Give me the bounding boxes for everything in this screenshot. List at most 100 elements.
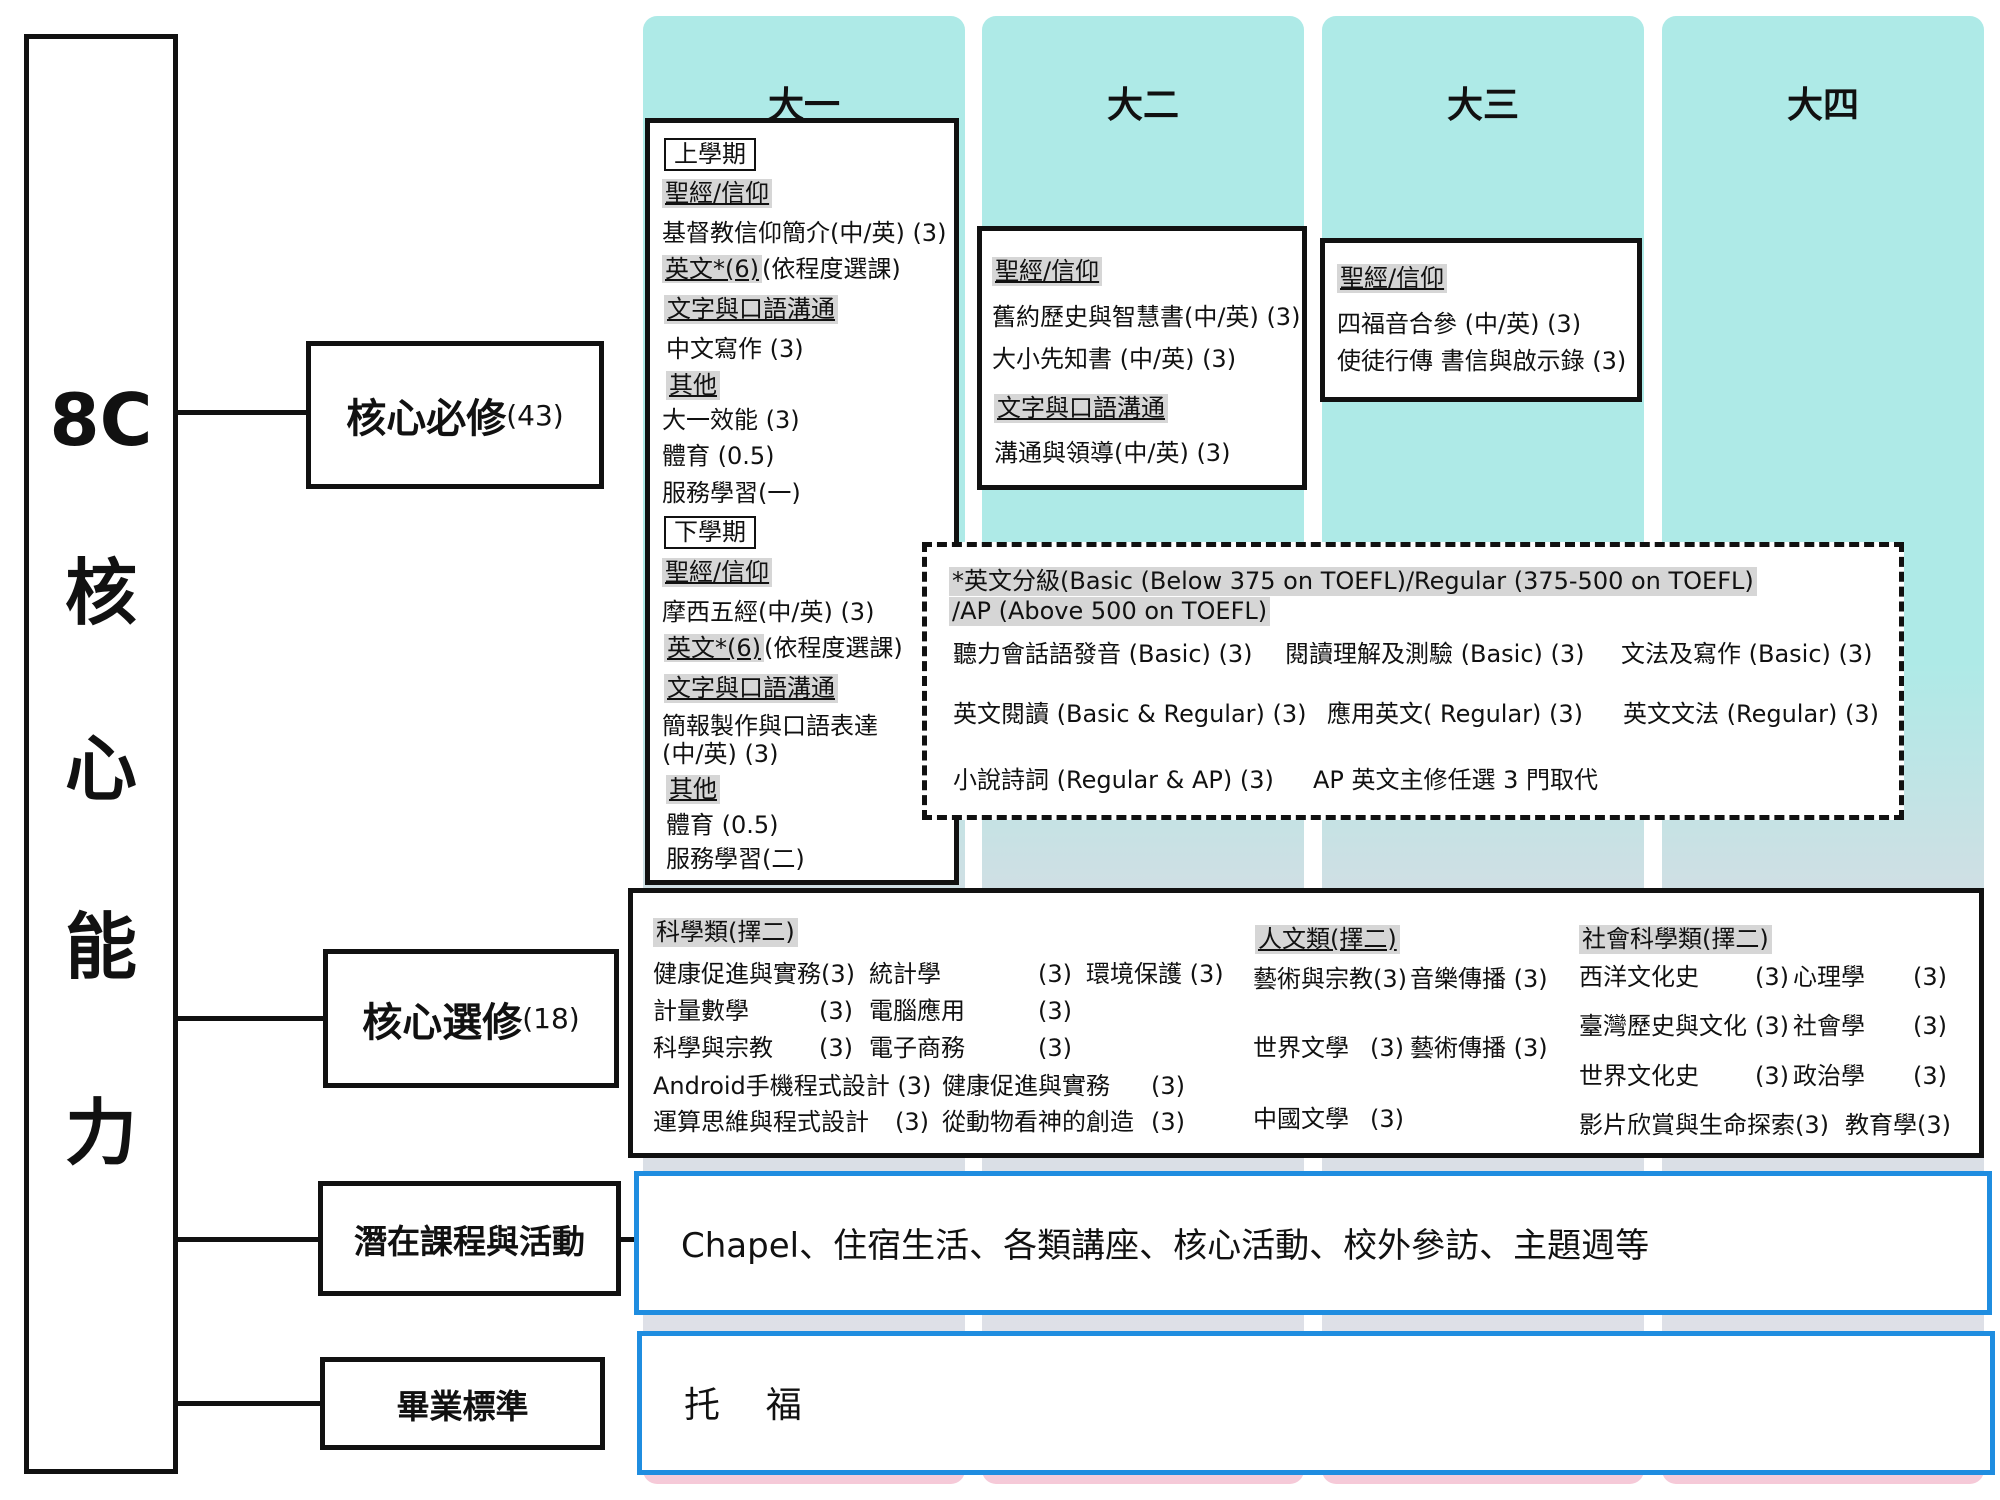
- category-core-required-label: 核心必修: [346, 396, 507, 442]
- hidden-curriculum-text: Chapel、住宿生活、各類講座、核心活動、校外參訪、主題週等: [681, 1226, 1650, 1266]
- english-course-r3c1: 小說詩詞 (Regular & AP) (3): [953, 766, 1274, 794]
- year2-bible-course-1: 舊約歷史與智慧書(中/英) (3): [992, 303, 1301, 331]
- category-core-elective-credits: (18): [522, 1002, 580, 1035]
- root-char-1: 核: [64, 551, 137, 635]
- connector-core-required: [176, 410, 310, 415]
- year2-bible-course-2: 大小先知書 (中/英) (3): [992, 345, 1237, 373]
- social-r3c: 政治學: [1793, 1062, 1865, 1090]
- connector-graduation: [176, 1401, 324, 1406]
- science-r5a: 運算思維與程式設計: [653, 1108, 869, 1136]
- year1-other-course-2b: 服務學習(二): [666, 845, 805, 873]
- root-char-3: 能: [64, 905, 137, 989]
- year1-comm-course-1: 中文寫作 (3): [666, 335, 804, 363]
- english-course-r2c2: 應用英文( Regular) (3): [1327, 700, 1584, 728]
- year1-comm-heading-2: 文字與口語溝通: [664, 674, 838, 703]
- social-r2d: (3): [1913, 1012, 1947, 1040]
- science-r1d: 環境保護 (3): [1086, 960, 1224, 988]
- year2-comm-course: 溝通與領導(中/英) (3): [994, 439, 1231, 467]
- humanities-r2c: 藝術傳播 (3): [1410, 1034, 1548, 1062]
- social-r2a: 臺灣歷史與文化: [1579, 1012, 1747, 1040]
- semester-2-label: 下學期: [664, 516, 756, 549]
- social-r3d: (3): [1913, 1062, 1947, 1090]
- root-char-2: 心: [64, 727, 137, 811]
- category-core-elective-label: 核心選修: [362, 999, 523, 1046]
- english-course-r2c3: 英文文法 (Regular) (3): [1623, 700, 1880, 728]
- year2-comm-heading: 文字與口語溝通: [994, 394, 1168, 423]
- science-r1c: (3): [1038, 960, 1072, 988]
- year1-comm-course-2b: (中/英) (3): [662, 740, 779, 768]
- social-heading: 社會科學類(擇二): [1579, 925, 1772, 954]
- category-core-required: 核心必修(43): [306, 341, 604, 489]
- social-r1a: 西洋文化史: [1579, 963, 1699, 991]
- humanities-r3b: (3): [1370, 1105, 1404, 1133]
- social-r4a: 影片欣賞與生命探索(3): [1579, 1111, 1829, 1139]
- science-r4b: 健康促進與實務: [942, 1072, 1110, 1100]
- year1-courses-box: 上學期 聖經/信仰 基督教信仰簡介(中/英) (3) 英文*(6)(依程度選課)…: [645, 118, 959, 885]
- science-r5c: 從動物看神的創造: [942, 1108, 1134, 1136]
- year1-bible-course-1: 基督教信仰簡介(中/英) (3): [662, 219, 947, 247]
- english-course-r3c2: AP 英文主修任選 3 門取代: [1313, 766, 1599, 794]
- year-title-2: 大二: [1106, 85, 1179, 126]
- year-title-3: 大三: [1446, 85, 1519, 126]
- humanities-r1b: 音樂傳播 (3): [1410, 965, 1548, 993]
- year1-other-course-1a: 大一效能 (3): [662, 406, 800, 434]
- science-r3b: (3): [819, 1034, 853, 1062]
- year1-other-course-1b: 體育 (0.5): [662, 442, 775, 470]
- year1-bible-heading-1: 聖經/信仰: [662, 179, 773, 208]
- year2-courses-box: 聖經/信仰 舊約歷史與智慧書(中/英) (3) 大小先知書 (中/英) (3) …: [977, 226, 1307, 490]
- english-course-r1c1: 聽力會話語發音 (Basic) (3): [953, 640, 1253, 668]
- science-r3a: 科學與宗教: [653, 1034, 773, 1062]
- year3-bible-heading: 聖經/信仰: [1337, 264, 1448, 293]
- year1-bible-course-2: 摩西五經(中/英) (3): [662, 598, 875, 626]
- humanities-r1a: 藝術與宗教(3): [1253, 965, 1407, 993]
- hidden-curriculum-box: Chapel、住宿生活、各類講座、核心活動、校外參訪、主題週等: [634, 1171, 1992, 1315]
- core-electives-box: 科學類(擇二) 健康促進與實務 (3) 統計學 (3) 環境保護 (3) 計量數學…: [628, 888, 1984, 1158]
- year1-english-rest-1: (依程度選課): [762, 255, 901, 283]
- year1-other-heading-2: 其他: [666, 775, 720, 804]
- year1-other-course-2a: 體育 (0.5): [666, 811, 779, 839]
- year1-comm-course-2a: 簡報製作與口語表達: [662, 712, 878, 740]
- social-r3a: 世界文化史: [1579, 1062, 1699, 1090]
- category-hidden-curriculum: 潛在課程與活動: [318, 1181, 621, 1296]
- category-graduation-label: 畢業標準: [396, 1386, 529, 1426]
- category-core-required-credits: (43): [506, 398, 564, 432]
- science-r4c: (3): [1151, 1072, 1185, 1100]
- year1-english-tag-1: 英文*(6): [662, 255, 762, 283]
- science-r2b: (3): [819, 997, 853, 1025]
- science-r5b: (3): [895, 1108, 929, 1136]
- science-r3d: (3): [1038, 1034, 1072, 1062]
- english-course-r1c3: 文法及寫作 (Basic) (3): [1621, 640, 1873, 668]
- category-core-elective: 核心選修(18): [323, 949, 619, 1088]
- graduation-standard-text: 托 福: [684, 1385, 802, 1426]
- social-r2c: 社會學: [1793, 1012, 1865, 1040]
- science-heading: 科學類(擇二): [653, 918, 798, 947]
- root-8c-box: 8C 核 心 能 力: [24, 34, 178, 1474]
- social-r4b: 教育學(3): [1845, 1111, 1951, 1139]
- category-graduation: 畢業標準: [320, 1357, 605, 1450]
- social-r3b: (3): [1755, 1062, 1789, 1090]
- english-placement-box: *英文分級(Basic (Below 375 on TOEFL)/Regular…: [922, 542, 1904, 820]
- social-r1b: (3): [1755, 963, 1789, 991]
- science-r2c: 電腦應用: [869, 997, 965, 1025]
- year1-english-rest-2: (依程度選課): [764, 634, 903, 662]
- year1-other-heading-1: 其他: [666, 371, 720, 400]
- connector-hidden-right: [618, 1237, 636, 1242]
- year-title-4: 大四: [1786, 85, 1859, 126]
- humanities-r2a: 世界文學: [1253, 1034, 1349, 1062]
- year1-english-tag-2: 英文*(6): [664, 634, 764, 662]
- year3-course-2: 使徒行傳 書信與啟示錄 (3): [1337, 347, 1627, 375]
- year1-comm-heading-1: 文字與口語溝通: [664, 295, 838, 324]
- humanities-heading: 人文類(擇二): [1255, 925, 1400, 954]
- science-r5d: (3): [1151, 1108, 1185, 1136]
- humanities-r3a: 中國文學: [1253, 1105, 1349, 1133]
- english-course-r1c2: 閱讀理解及測驗 (Basic) (3): [1285, 640, 1585, 668]
- science-r2a: 計量數學: [653, 997, 749, 1025]
- year1-english-2: 英文*(6)(依程度選課): [664, 634, 903, 663]
- graduation-standard-box: 托 福: [637, 1331, 1995, 1475]
- year1-bible-heading-2: 聖經/信仰: [662, 558, 773, 587]
- science-r2d: (3): [1038, 997, 1072, 1025]
- science-r1b: 統計學: [869, 960, 941, 988]
- root-title-8c: 8C: [49, 378, 153, 462]
- connector-hidden: [176, 1237, 322, 1242]
- social-r1d: (3): [1913, 963, 1947, 991]
